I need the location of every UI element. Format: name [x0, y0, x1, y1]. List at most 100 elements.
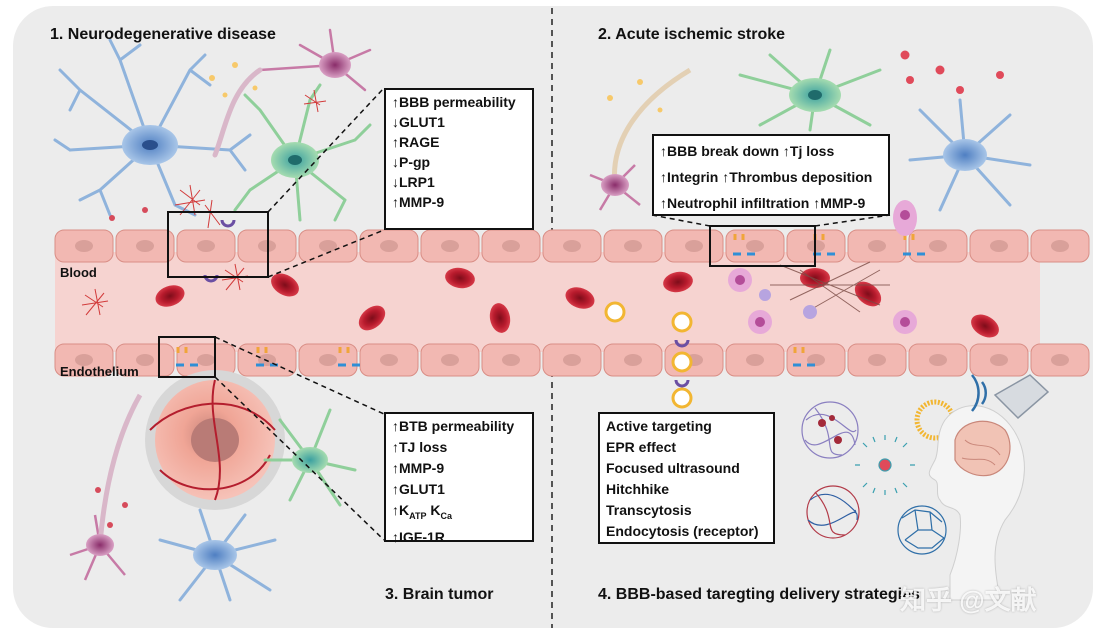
cell-nucleus	[990, 354, 1008, 366]
tumor-mass	[145, 370, 285, 510]
strategy-item: Hitchhike	[606, 481, 670, 497]
cell-nucleus	[441, 354, 459, 366]
panel-title-tumor: 3. Brain tumor	[385, 586, 494, 603]
marker-item: ↑IGF-1R	[392, 528, 445, 545]
neurodegenerative-markers-box: ↑BBB permeability ↓GLUT1 ↑RAGE ↓P-gp ↓LR…	[384, 88, 534, 230]
ultrasound-probe	[971, 374, 1050, 420]
cell-nucleus	[319, 240, 337, 252]
cell-nucleus	[868, 240, 886, 252]
cell-nucleus	[75, 240, 93, 252]
red-blood-cell	[565, 287, 595, 309]
marker-item: ↑GLUT1	[392, 481, 445, 497]
nano-fullerene	[897, 505, 947, 555]
strategy-item: Transcytosis	[606, 502, 692, 518]
red-blood-cell	[271, 273, 299, 297]
red-blood-cells	[155, 267, 999, 338]
cell-nucleus	[624, 240, 642, 252]
katp-label: ↑K	[392, 502, 410, 518]
marker-item: ↓GLUT1	[392, 114, 445, 130]
strategies-box: Active targeting EPR effect Focused ultr…	[598, 412, 775, 544]
panel-title-stroke: 2. Acute ischemic stroke	[598, 26, 786, 43]
cell-nucleus	[380, 240, 398, 252]
cell-nucleus	[136, 354, 154, 366]
cell-nucleus	[136, 240, 154, 252]
nano-micelle	[855, 435, 915, 495]
endothelium-label: Endothelium	[60, 364, 139, 379]
marker-item: ↑Neutrophil infiltration ↑MMP-9	[660, 195, 866, 211]
stroke-markers-box: ↑BBB break down ↑Tj loss ↑Integrin ↑Thro…	[652, 134, 890, 216]
astrocyte-bottom	[158, 508, 277, 602]
cell-nucleus	[929, 240, 947, 252]
watermark: 知乎 @文献	[900, 585, 1037, 615]
marker-item: ↑RAGE	[392, 134, 440, 150]
cell-nucleus	[319, 354, 337, 366]
cell-nucleus	[380, 354, 398, 366]
red-blood-cell	[155, 285, 185, 307]
cell-nucleus	[563, 240, 581, 252]
red-blood-cell	[663, 271, 693, 293]
strategy-item: Focused ultrasound	[606, 460, 740, 476]
top-endothelium	[54, 229, 1090, 263]
neuron-green-top	[233, 83, 372, 222]
cell-nucleus	[746, 354, 764, 366]
marker-item: ↑TJ loss	[392, 439, 448, 455]
marker-item: ↑BBB break down ↑Tj loss	[660, 143, 835, 159]
cell-nucleus	[502, 240, 520, 252]
cell-nucleus	[929, 354, 947, 366]
red-blood-cell	[489, 303, 511, 333]
cell-nucleus	[197, 240, 215, 252]
marker-item-katp-kca: ↑KATP KCa	[392, 500, 526, 527]
tumor-markers-box: ↑BTB permeability ↑TJ loss ↑MMP-9 ↑GLUT1…	[384, 412, 534, 545]
nano-mesh	[806, 485, 860, 539]
head-profile	[928, 405, 1025, 601]
strategy-item: EPR effect	[606, 439, 677, 455]
neuron-green-bottom	[263, 408, 357, 507]
red-blood-cell	[358, 305, 386, 331]
katp-subscript: ATP	[409, 510, 427, 521]
zoom-indicators	[158, 87, 891, 541]
marker-item: ↓LRP1	[392, 174, 435, 190]
cell-nucleus	[75, 354, 93, 366]
thrombus	[770, 261, 890, 313]
cell-nucleus	[868, 354, 886, 366]
neutrophils	[728, 200, 917, 334]
cell-nucleus	[807, 354, 825, 366]
cell-nucleus	[1051, 354, 1069, 366]
neuron-pink-bottom	[69, 393, 143, 581]
marker-item: ↓P-gp	[392, 154, 431, 170]
cell-nucleus	[441, 240, 459, 252]
marker-item: ↑MMP-9	[392, 194, 445, 210]
neuron-pink-top	[212, 28, 372, 158]
cell-nucleus	[563, 354, 581, 366]
cell-nucleus	[1051, 240, 1069, 252]
cell-nucleus	[746, 240, 764, 252]
astrocyte-top-left	[53, 38, 252, 217]
cell-nucleus	[197, 354, 215, 366]
blood-label: Blood	[60, 265, 97, 280]
cell-nucleus	[502, 354, 520, 366]
neuron-green-stroke	[738, 48, 882, 132]
marker-item: ↑MMP-9	[392, 460, 445, 476]
bottom-endothelium	[54, 343, 1090, 377]
marker-item: ↑BTB permeability	[392, 418, 515, 434]
panel-title-strategies: 4. BBB-based taregting delivery strategi…	[598, 586, 920, 603]
marker-item: ↑BBB permeability	[392, 94, 516, 110]
marker-item: ↑Integrin ↑Thrombus deposition	[660, 169, 873, 185]
neuron-pink-stroke	[589, 67, 692, 211]
red-blood-cell	[445, 267, 475, 289]
panel-title-neurodegenerative: 1. Neurodegenerative disease	[50, 26, 276, 43]
cell-nucleus	[685, 240, 703, 252]
nano-polymer	[801, 401, 859, 459]
nanoparticles-yellow	[604, 301, 693, 409]
strategy-item: Active targeting	[606, 418, 712, 434]
strategy-item: Endocytosis (receptor)	[606, 523, 759, 539]
cell-nucleus	[990, 240, 1008, 252]
cell-nucleus	[624, 354, 642, 366]
astrocyte-right	[908, 98, 1032, 212]
red-blood-cell	[971, 314, 999, 338]
red-blood-cell	[854, 281, 882, 307]
red-blood-cell	[800, 268, 830, 288]
scattered-particles	[95, 50, 1004, 528]
